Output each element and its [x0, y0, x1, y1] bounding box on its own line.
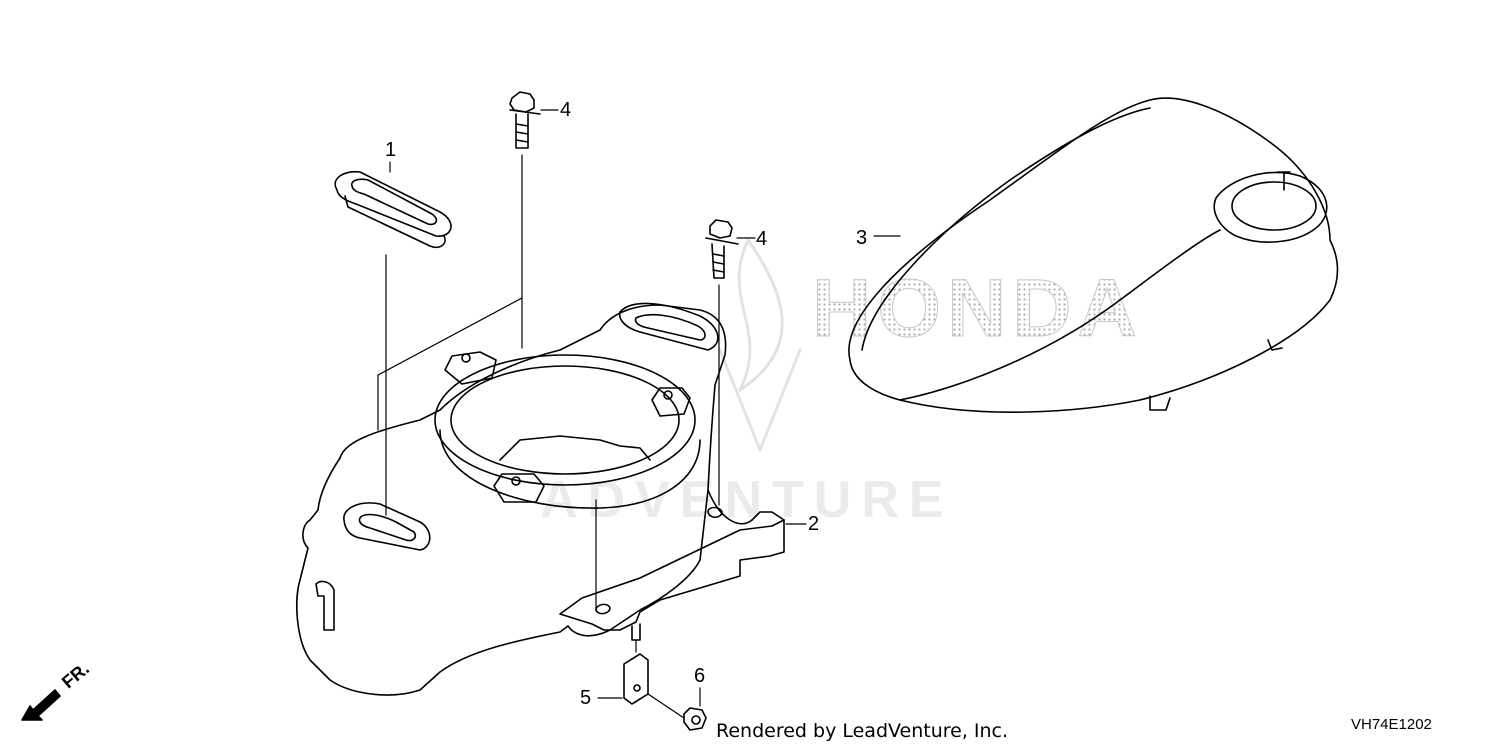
part-2-fan-cover[interactable]	[296, 302, 785, 696]
leader-lines	[377, 109, 901, 719]
part-6-screw[interactable]	[683, 707, 707, 731]
callout-2: 2	[808, 513, 820, 535]
callout-4-top: 4	[560, 99, 572, 121]
part-4-bolt-top[interactable]	[509, 91, 541, 149]
part-3-engine-cover[interactable]	[848, 97, 1339, 413]
callout-5: 5	[580, 687, 592, 709]
callout-3: 3	[856, 227, 868, 249]
diagram-code: VH74E1202	[1351, 716, 1432, 733]
callout-6: 6	[694, 665, 706, 687]
callout-4-right: 4	[756, 228, 768, 250]
part-5-clip[interactable]	[623, 653, 649, 705]
part-1-grommet[interactable]	[334, 170, 452, 249]
adventure-watermark: ADVENTURE	[540, 471, 954, 529]
front-direction-arrow-icon	[21, 689, 61, 721]
render-credit: Rendered by LeadVenture, Inc.	[716, 720, 1009, 742]
callout-1: 1	[385, 139, 397, 161]
flame-watermark-icon	[718, 238, 802, 452]
part-4-bolt-right[interactable]	[705, 219, 739, 279]
